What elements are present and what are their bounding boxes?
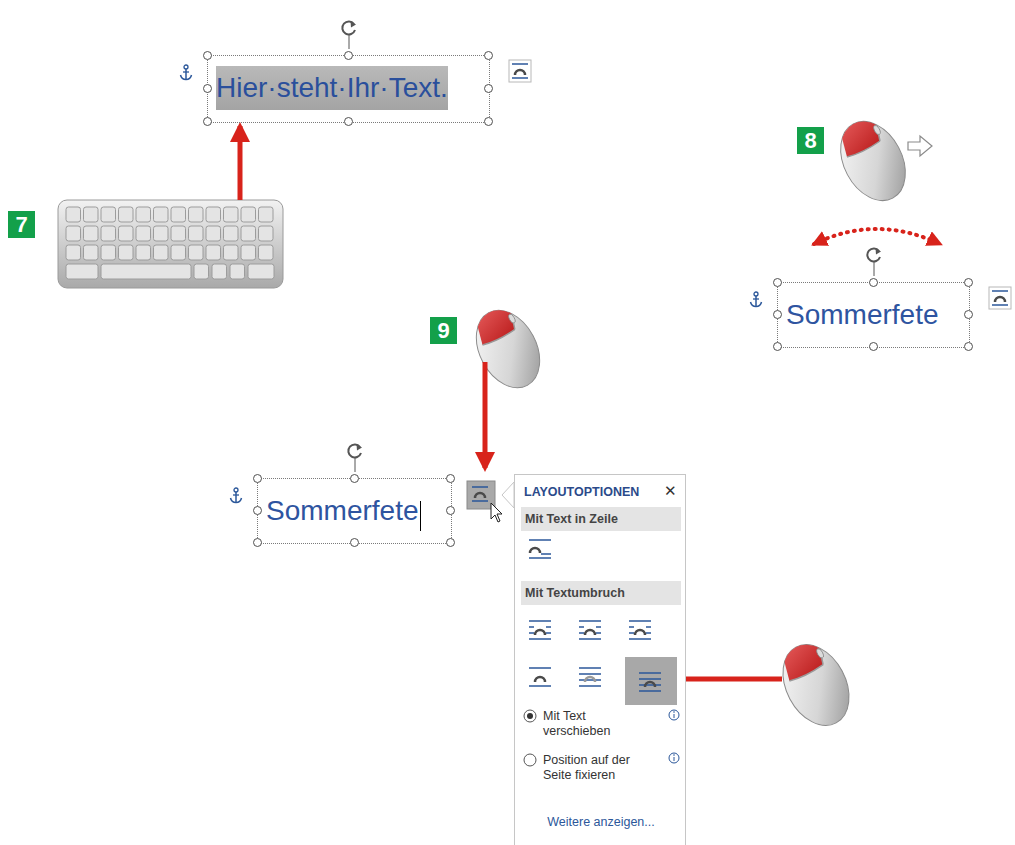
text-box: Sommerfete [257,478,452,544]
anchor-icon [748,291,764,309]
rotate-handle [344,442,366,472]
sizing-handle [253,474,262,483]
callout-number-text: 8 [804,128,816,153]
rotate-handle [863,246,885,276]
sizing-handle [484,117,493,126]
callout-number-text: 7 [15,212,27,237]
keyboard-icon [58,200,283,288]
more-link: Weitere anzeigen... [515,815,687,830]
red-arrow [483,362,488,468]
layout-options-panel: LAYOUTOPTIONEN Mit Text in ZeileMit Textu… [514,474,686,845]
sizing-handle [484,84,493,93]
layout-options-button [989,287,1011,309]
text-box: Hier·steht·Ihr·Text. [207,55,490,123]
sizing-handle [869,278,878,287]
radio-label: Position auf der Seite fixieren [543,753,653,783]
sizing-handle [773,310,782,319]
sizing-handle [964,278,973,287]
red-arrow [238,126,243,200]
sizing-handle [344,51,353,60]
section-heading: Mit Textumbruch [525,586,625,601]
sizing-handle [446,538,455,547]
callout-number: 8 [797,127,824,154]
text-cursor [420,501,421,531]
callout-number-text: 9 [437,318,449,343]
rotate-arrow [814,229,940,244]
sizing-handle [253,506,262,515]
move-arrow [908,136,932,156]
sizing-handle [964,310,973,319]
mouse-icon [770,631,863,737]
layout-options-button [509,60,531,82]
anchor-icon [178,64,194,82]
radio-label: Mit Text verschieben [543,709,633,739]
rotate-handle [338,19,360,49]
sizing-handle [484,51,493,60]
sizing-handle [869,342,878,351]
mouse-icon [464,297,553,399]
callout-number: 9 [430,317,457,344]
sizing-handle [773,342,782,351]
sizing-handle [446,474,455,483]
sizing-handle [253,538,262,547]
sizing-handle [344,117,353,126]
mouse-icon [828,108,919,212]
sizing-handle [203,117,212,126]
layout-options-graphics [515,475,687,845]
callout-number: 7 [8,211,35,238]
anchor-icon [228,487,244,505]
text-box-text: Sommerfete [266,489,419,533]
close-button: ✕ [664,482,677,500]
text-box-text: Hier·steht·Ihr·Text. [216,66,448,110]
text-box: Sommerfete [777,282,970,348]
sizing-handle [350,474,359,483]
panel-pointer [502,482,514,508]
sizing-handle [203,51,212,60]
sizing-handle [446,506,455,515]
text-box-text: Sommerfete [786,293,939,337]
sizing-handle [203,84,212,93]
sizing-handle [773,278,782,287]
sizing-handle [350,538,359,547]
section-heading: Mit Text in Zeile [525,512,618,527]
panel-title: LAYOUTOPTIONEN [524,485,639,500]
layout-options-button [467,481,495,509]
sizing-handle [964,342,973,351]
